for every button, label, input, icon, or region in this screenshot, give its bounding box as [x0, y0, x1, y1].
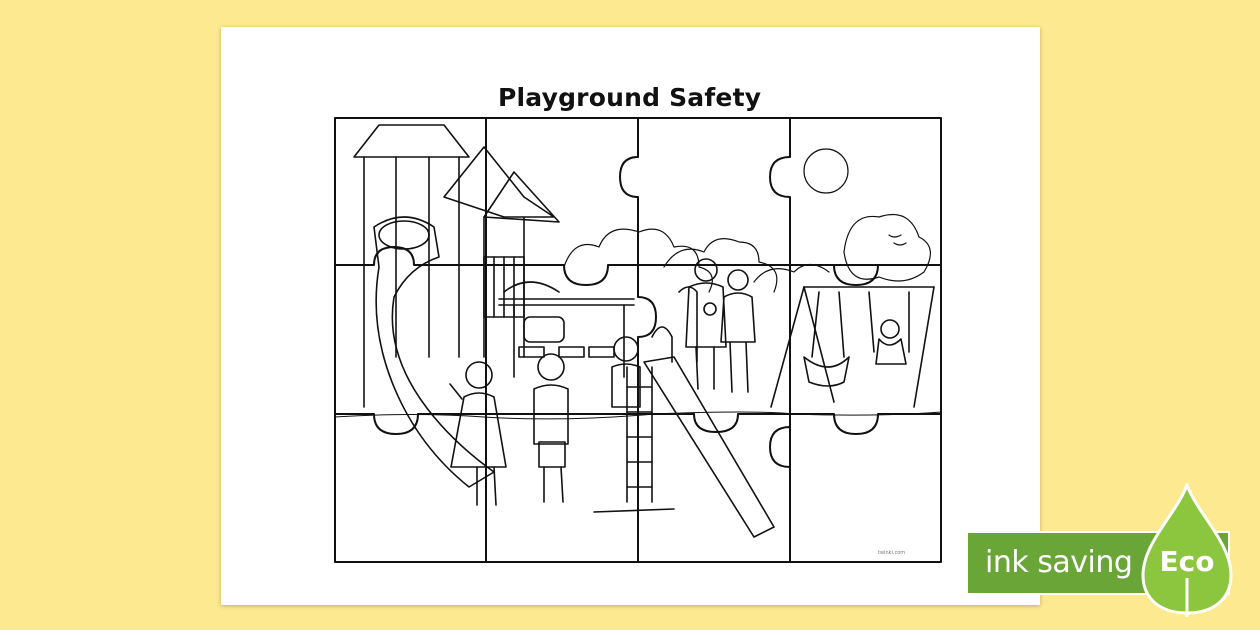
- ladder-slide: [593, 286, 775, 538]
- eco-leaf-icon: Eco: [1139, 480, 1235, 617]
- tree-line: [563, 148, 931, 293]
- worksheet-title: Playground Safety: [498, 83, 762, 112]
- ink-saving-label: ink saving: [985, 545, 1133, 580]
- children: [449, 336, 641, 506]
- tube-slide: [373, 216, 495, 488]
- sun-icon: [803, 148, 849, 194]
- swing-frame: [498, 281, 635, 378]
- puzzle-image: [334, 117, 942, 563]
- swing-set: [770, 286, 935, 408]
- play-tower: [353, 124, 560, 408]
- worksheet-page: Playground Safety: [221, 27, 1040, 605]
- parents: [685, 258, 756, 393]
- credit-text: twinkl.com: [878, 550, 906, 556]
- puzzle-cut-lines: [334, 117, 942, 563]
- eco-label: Eco: [1159, 545, 1215, 578]
